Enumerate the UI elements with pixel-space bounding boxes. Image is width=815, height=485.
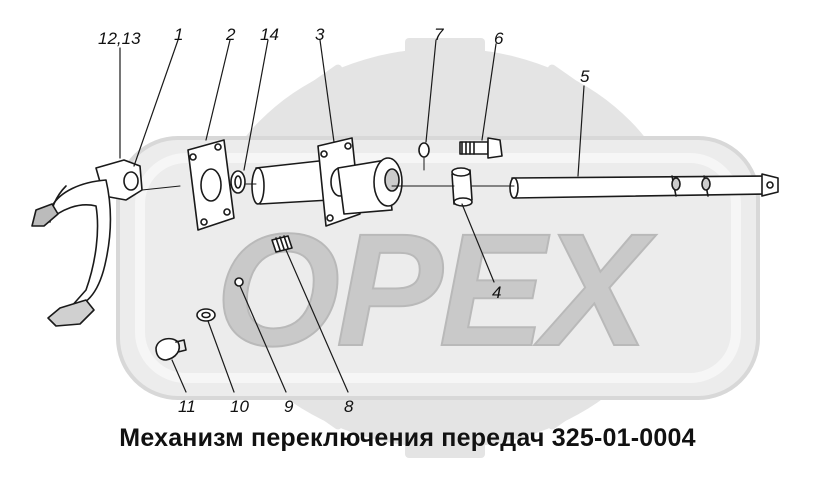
callout-4: 4 — [492, 283, 502, 302]
washer-10-part — [196, 308, 216, 322]
gasket-part — [187, 139, 235, 231]
shift-fork-part — [31, 159, 143, 327]
watermark-logo: OPEX — [116, 38, 760, 458]
ring-14-part — [230, 170, 246, 194]
callout-3: 3 — [315, 25, 325, 44]
callout-14: 14 — [260, 25, 279, 44]
callout-9: 9 — [284, 397, 294, 416]
set-screw-8-part — [271, 235, 293, 253]
bushing-4-part — [451, 167, 473, 207]
guide-lines — [141, 157, 515, 191]
watermark-text: OPEX — [216, 200, 657, 379]
callout-2: 2 — [226, 25, 236, 44]
ball-9-part — [234, 277, 244, 287]
leader-lines — [119, 39, 585, 393]
callout-11: 11 — [178, 397, 196, 416]
callout-10: 10 — [230, 397, 249, 416]
shift-rod-part — [509, 173, 779, 199]
washer-7-part — [418, 142, 430, 158]
callout-6: 6 — [494, 29, 504, 48]
callout-12-13: 12,13 — [98, 29, 141, 48]
callout-7: 7 — [434, 25, 444, 44]
shift-head-part — [251, 137, 403, 227]
diagram-caption: Механизм переключения передач 325-01-000… — [119, 424, 696, 452]
callout-1: 1 — [174, 25, 184, 44]
callout-8: 8 — [344, 397, 354, 416]
bolt-6-part — [459, 137, 503, 159]
callout-5: 5 — [580, 67, 590, 86]
plug-11-part — [155, 337, 187, 361]
